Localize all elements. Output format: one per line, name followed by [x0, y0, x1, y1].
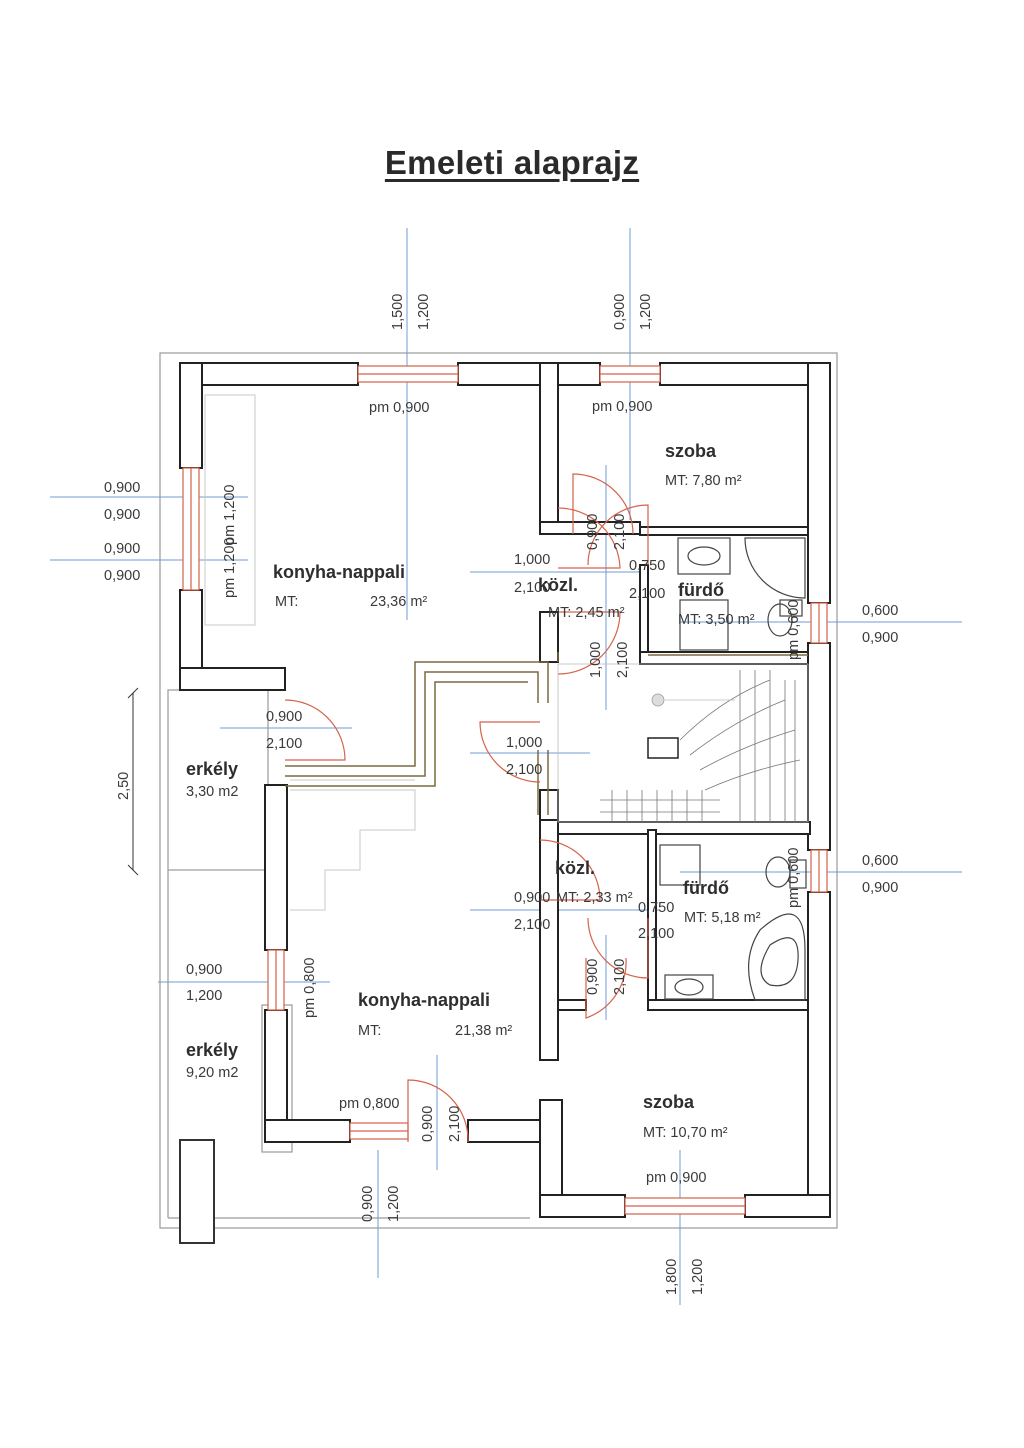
door-erkely-w-label: 0,900 [266, 709, 302, 725]
right1-h-label: 0,900 [862, 630, 898, 646]
left-win-h-label: 1,200 [186, 988, 222, 1004]
room-konyha-nappali-1-name: konyha-nappali [273, 562, 405, 582]
room-kozl-2-name: közl. [555, 858, 595, 878]
door-kozl1-w-label: 1,000 [514, 552, 550, 568]
door-kozl1b-w-label: 1,000 [588, 642, 604, 678]
walls [179, 362, 831, 1218]
room-konyha-nappali-2-area: 21,38 m² [455, 1023, 512, 1039]
pm-bottom2-label: pm 0,900 [646, 1170, 706, 1186]
room-konyha-nappali-2-name: konyha-nappali [358, 990, 490, 1010]
bathroom-fixtures [659, 537, 807, 1001]
room-szoba-2-area: MT: 10,70 m² [643, 1125, 728, 1141]
room-furdo-1-area: MT: 3,50 m² [678, 612, 755, 628]
bottom2-b-label: 1,200 [690, 1259, 706, 1295]
balcony-outlines [167, 689, 530, 1244]
pm-left-2-label: pm 1,200 [222, 538, 238, 598]
dim-250-label: 2,50 [116, 772, 132, 800]
right2-h-label: 0,900 [862, 880, 898, 896]
room-kozl-1-area: MT: 2,45 m² [548, 605, 625, 621]
room-furdo-1-name: fürdő [678, 580, 724, 600]
door-erkely-h-label: 2,100 [266, 736, 302, 752]
room-erkely-1-name: erkély [186, 759, 238, 779]
door-kozl2-w-label: 0,900 [514, 890, 550, 906]
left-win-w-label: 0,900 [186, 962, 222, 978]
door-szoba2-h-label: 2,100 [612, 959, 628, 995]
page-title: Emeleti alaprajz [384, 144, 640, 181]
hatched-walls [285, 652, 808, 815]
door-bottom-w-label: 0,900 [420, 1106, 436, 1142]
top2-a-label: 0,900 [612, 294, 628, 330]
room-szoba-1-name: szoba [665, 441, 717, 461]
left-w1-label: 0,900 [104, 480, 140, 496]
pm-right1-label: pm 0,600 [786, 600, 802, 660]
door-swings [284, 473, 649, 1143]
pm-top2-label: pm 0,900 [592, 399, 652, 415]
bottom1-a-label: 0,900 [360, 1186, 376, 1222]
room-furdo-2-name: fürdő [683, 878, 729, 898]
staircase [557, 663, 809, 823]
top1-b-label: 1,200 [416, 294, 432, 330]
site-outline [159, 352, 838, 1229]
pm-left-1-label: pm 1,200 [222, 485, 238, 545]
kitchen-counters [204, 394, 416, 911]
room-szoba-1-area: MT: 7,80 m² [665, 473, 742, 489]
door-szoba2-w-label: 0,900 [585, 959, 601, 995]
door-stair-w-label: 1,000 [506, 735, 542, 751]
room-erkely-1-area: 3,30 m2 [186, 784, 238, 800]
pm-bottom-800-label: pm 0,800 [339, 1096, 399, 1112]
room-kozl-1-name: közl. [538, 575, 578, 595]
door-bottom-h-label: 2,100 [447, 1106, 463, 1142]
pm-right2-label: pm 0,600 [786, 848, 802, 908]
windows [182, 365, 828, 1215]
door-kozl1-h-label: 2,100 [514, 580, 550, 596]
room-konyha-nappali-1-mt: MT: [275, 594, 298, 610]
left-h2-label: 0,900 [104, 568, 140, 584]
room-erkely-2-name: erkély [186, 1040, 238, 1060]
door-stair-h-label: 2,100 [506, 762, 542, 778]
pm-top1-label: pm 0,900 [369, 400, 429, 416]
room-furdo-2-area: MT: 5,18 m² [684, 910, 761, 926]
right2-w-label: 0,600 [862, 853, 898, 869]
door-kozl2-h-label: 2,100 [514, 917, 550, 933]
bottom2-a-label: 1,800 [664, 1259, 680, 1295]
room-erkely-2-area: 9,20 m2 [186, 1065, 238, 1081]
bottom1-b-label: 1,200 [386, 1186, 402, 1222]
door-furdo2-h-label: 2,100 [638, 926, 674, 942]
room-kozl-2-area: MT: 2,33 m² [556, 890, 633, 906]
room-konyha-nappali-1-area: 23,36 m² [370, 594, 427, 610]
room-szoba-2-name: szoba [643, 1092, 695, 1112]
left-h1-label: 0,900 [104, 507, 140, 523]
door-furdo1-h-label: 2,100 [629, 586, 665, 602]
pm-left-800-label: pm 0,800 [302, 958, 318, 1018]
axis-lines [50, 228, 962, 1305]
door-szoba1-h-label: 2,100 [612, 514, 628, 550]
door-furdo2-w-label: 0,750 [638, 900, 674, 916]
left-w2-label: 0,900 [104, 541, 140, 557]
dim-line-250 [127, 687, 139, 876]
top1-a-label: 1,500 [390, 294, 406, 330]
door-szoba1-w-label: 0,900 [585, 514, 601, 550]
room-konyha-nappali-2-mt: MT: [358, 1023, 381, 1039]
right1-w-label: 0,600 [862, 603, 898, 619]
door-furdo1-w-label: 0,750 [629, 558, 665, 574]
top2-b-label: 1,200 [638, 294, 654, 330]
door-kozl1b-h-label: 2,100 [615, 642, 631, 678]
